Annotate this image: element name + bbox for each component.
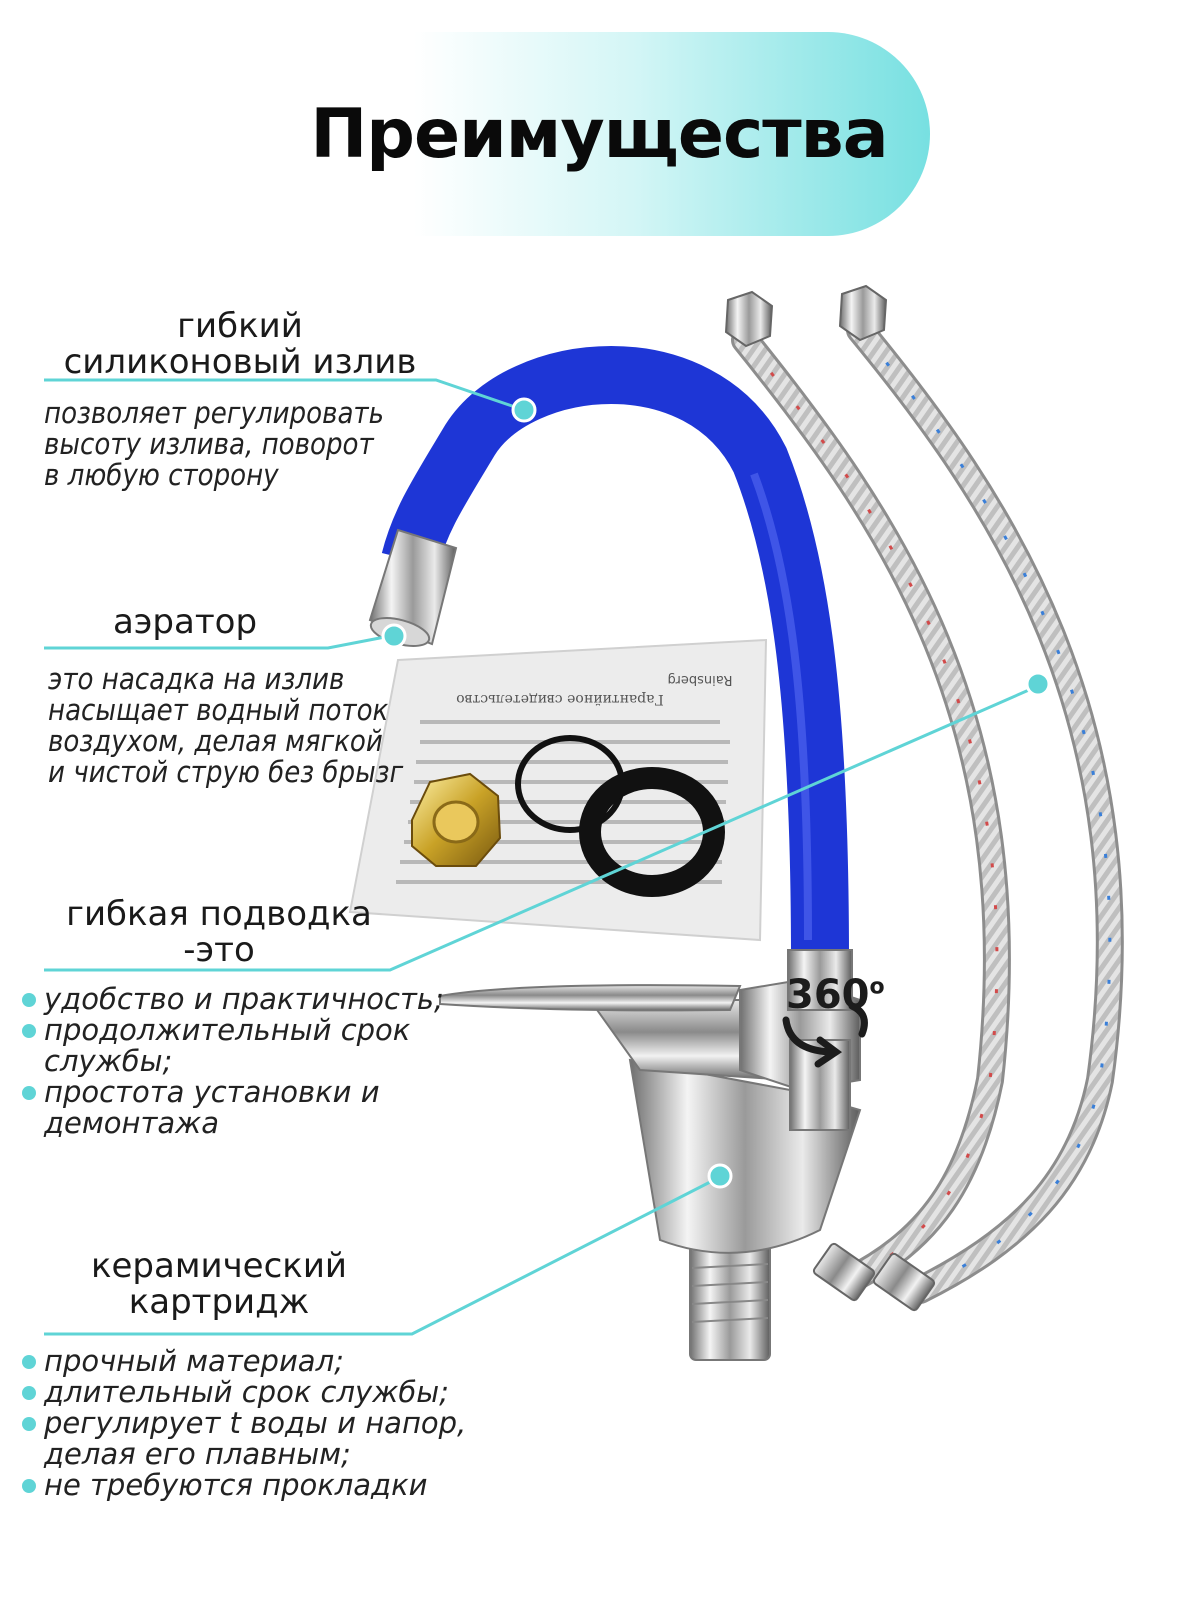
hose-heading: гибкая подводка -это bbox=[66, 894, 372, 970]
callout-dot-aerator bbox=[381, 623, 407, 649]
aerator-description: это насадка на излив насыщает водный пот… bbox=[48, 662, 404, 789]
rotation-arrows-icon bbox=[782, 1002, 868, 1068]
silicone-spout bbox=[368, 346, 853, 1011]
list-item: удобство и практичность; bbox=[22, 984, 444, 1015]
flexible-hose-right bbox=[838, 284, 1124, 1312]
hose-benefits-list: удобство и практичность; продолжительный… bbox=[22, 984, 444, 1139]
title-banner bbox=[268, 32, 930, 236]
callout-dot-cartridge bbox=[707, 1163, 733, 1189]
callout-lines bbox=[44, 378, 1039, 1336]
page-title: Преимущества bbox=[310, 94, 888, 174]
warranty-title: Гарантийное свидетельство bbox=[456, 691, 664, 707]
cartridge-heading: керамический картридж bbox=[90, 1246, 348, 1322]
list-item: длительный срок службы; bbox=[22, 1377, 466, 1408]
cartridge-benefits-list: прочный материал; длительный срок службы… bbox=[22, 1346, 466, 1501]
list-item: регулирует t воды и напор,делая его плав… bbox=[22, 1408, 466, 1470]
spout-heading: гибкий силиконовый излив bbox=[63, 306, 417, 382]
callout-dot-hose bbox=[1025, 671, 1051, 697]
list-item: прочный материал; bbox=[22, 1346, 466, 1377]
spout-description: позволяет регулировать высоту излива, по… bbox=[44, 396, 384, 492]
faucet-body bbox=[439, 978, 862, 1361]
brass-nut bbox=[411, 772, 502, 867]
flexible-hose-left bbox=[724, 290, 1011, 1302]
callout-dot-spout bbox=[511, 397, 537, 423]
rotation-badge: 360o bbox=[786, 972, 885, 1018]
list-item: не требуются прокладки bbox=[22, 1470, 466, 1501]
warranty-brand: Rainsberg bbox=[668, 672, 733, 687]
rubber-gasket bbox=[579, 767, 725, 897]
aerator-heading: аэратор bbox=[112, 602, 258, 642]
